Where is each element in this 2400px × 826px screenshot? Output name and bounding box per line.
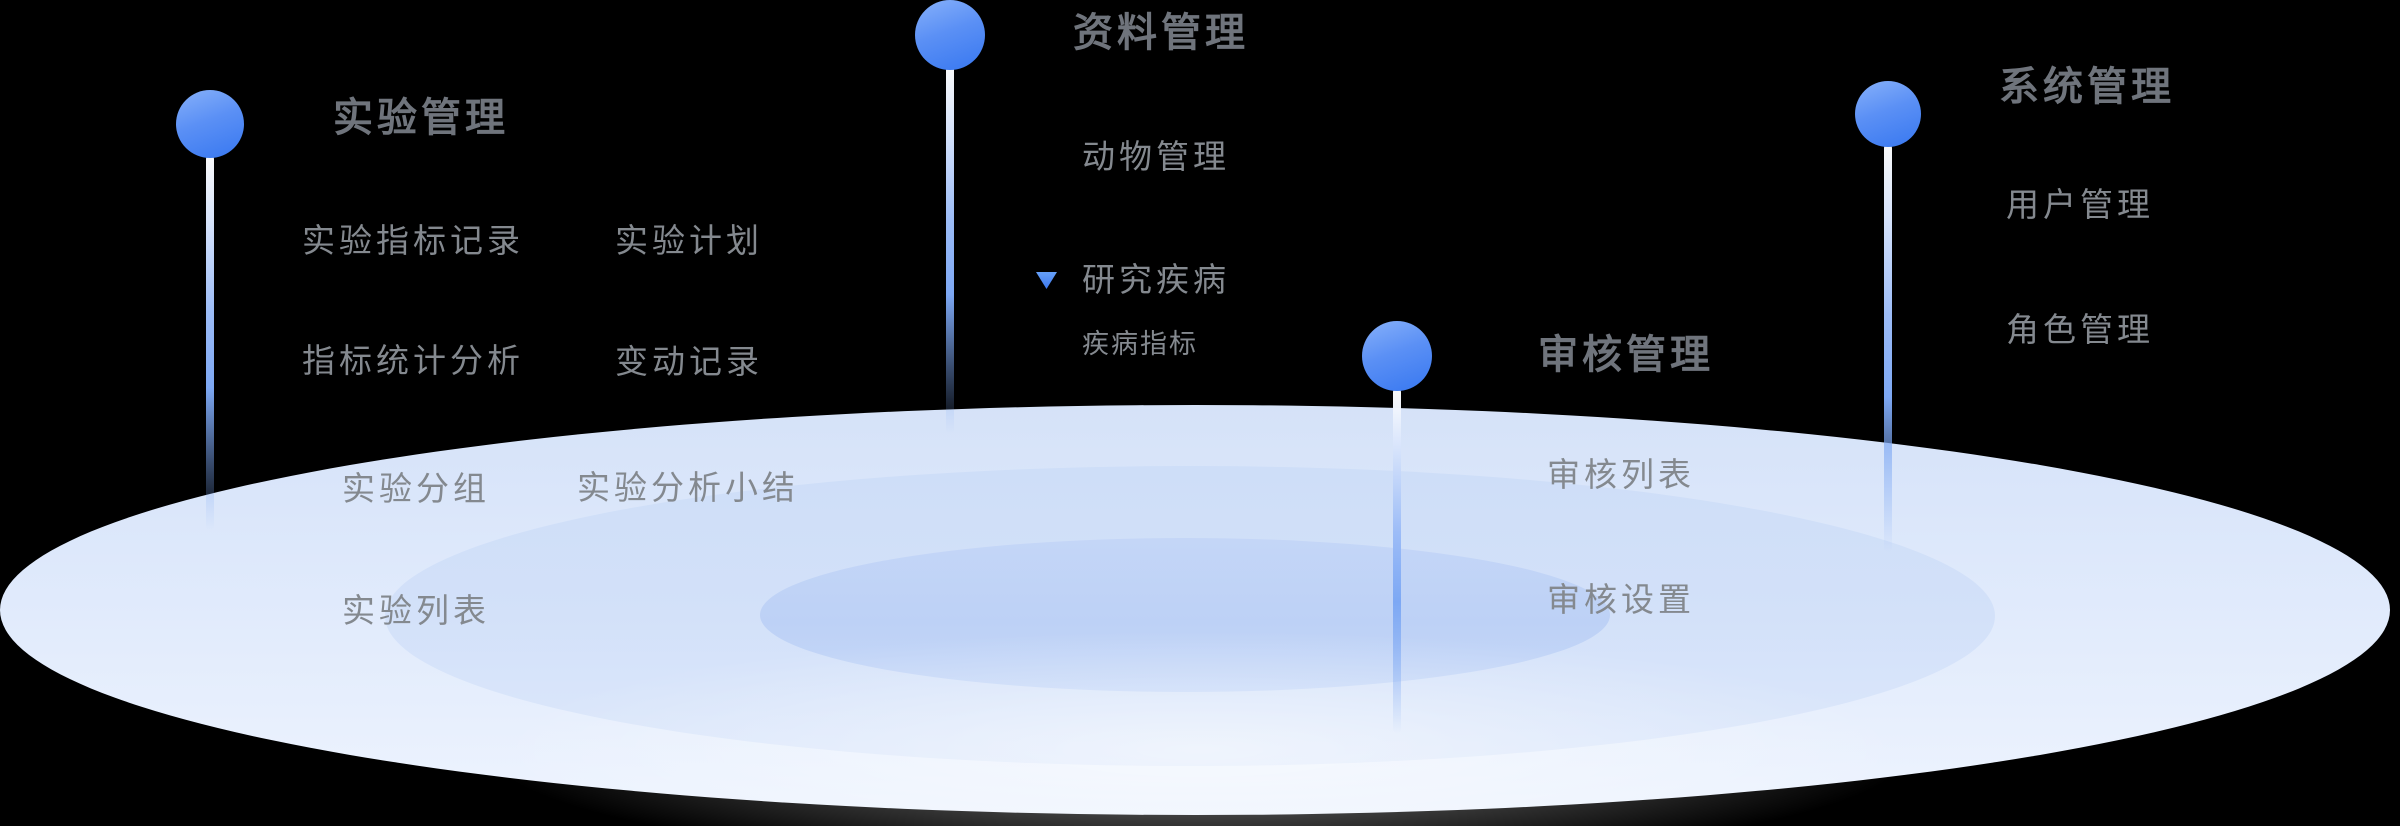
section-title-experiment: 实验管理	[333, 96, 509, 140]
pin-stem-audit	[1393, 388, 1401, 733]
feature-item[interactable]: 变动记录	[615, 343, 763, 380]
feature-item[interactable]: 实验列表	[342, 592, 490, 629]
feature-item[interactable]: 动物管理	[1082, 138, 1230, 175]
pin-ball-data	[915, 0, 985, 70]
section-title-audit: 审核管理	[1538, 333, 1714, 377]
feature-subitem[interactable]: 疾病指标	[1082, 329, 1198, 359]
feature-item-expandable[interactable]: 研究疾病	[1082, 261, 1230, 298]
pin-stem-system	[1884, 144, 1892, 552]
section-title-data: 资料管理	[1073, 11, 1249, 55]
feature-item[interactable]: 实验分析小结	[577, 469, 799, 506]
pin-ball-system	[1855, 81, 1921, 147]
pin-stem-experiment	[206, 155, 214, 530]
section-title-system: 系统管理	[1999, 65, 2175, 109]
feature-item[interactable]: 实验计划	[615, 222, 763, 259]
pin-stem-data	[946, 66, 954, 434]
platform-highlight	[480, 630, 1920, 826]
feature-item[interactable]: 指标统计分析	[302, 342, 524, 379]
feature-item[interactable]: 实验分组	[342, 470, 490, 507]
triangle-down-icon[interactable]	[1036, 272, 1057, 289]
feature-item[interactable]: 实验指标记录	[302, 222, 524, 259]
pin-ball-audit	[1362, 321, 1432, 391]
feature-item[interactable]: 用户管理	[2006, 186, 2154, 223]
feature-item[interactable]: 角色管理	[2006, 311, 2154, 348]
pin-ball-experiment	[176, 90, 244, 158]
feature-item[interactable]: 审核列表	[1547, 456, 1695, 493]
feature-item[interactable]: 审核设置	[1547, 581, 1695, 618]
